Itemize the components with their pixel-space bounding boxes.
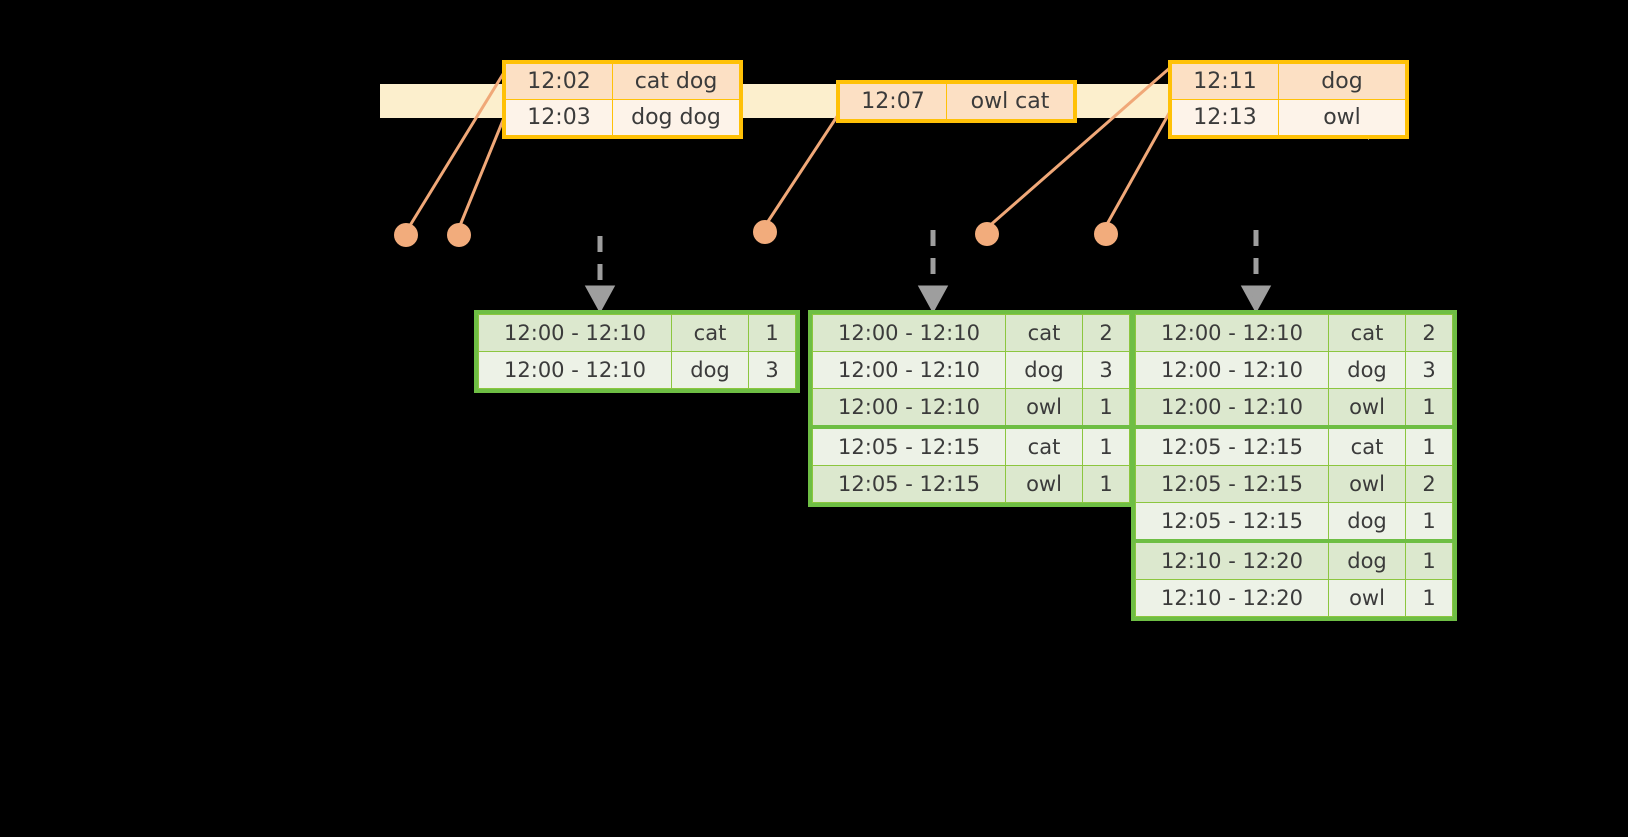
word-cell: cat bbox=[1328, 314, 1406, 352]
window-cell: 12:10 - 12:20 bbox=[1135, 579, 1329, 617]
word-cell: cat bbox=[1005, 314, 1083, 352]
window-cell: 12:00 - 12:10 bbox=[812, 351, 1006, 389]
event-row: 12:02 cat dog bbox=[505, 63, 740, 100]
word-cell: owl bbox=[1328, 388, 1406, 428]
table-row: 12:00 - 12:10 owl 1 bbox=[1135, 388, 1453, 428]
word-cell: cat bbox=[1005, 425, 1083, 466]
count-cell: 1 bbox=[748, 314, 796, 352]
count-cell: 1 bbox=[1405, 425, 1453, 466]
word-cell: dog bbox=[1005, 351, 1083, 389]
table-row: 12:00 - 12:10 dog 3 bbox=[1135, 351, 1453, 389]
event-group-2: 12:07 owl cat bbox=[836, 80, 1077, 123]
word-cell: dog bbox=[1328, 539, 1406, 580]
table-row: 12:00 - 12:10 cat 1 bbox=[478, 314, 796, 352]
event-words: owl bbox=[1278, 99, 1406, 136]
event-row: 12:07 owl cat bbox=[839, 83, 1074, 120]
dashed-arrow-head-3 bbox=[1240, 285, 1272, 314]
connector-line-3 bbox=[763, 111, 842, 227]
table-row: 12:05 - 12:15 owl 2 bbox=[1135, 465, 1453, 503]
result-table-1: 12:00 - 12:10 cat 1 12:00 - 12:10 dog 3 bbox=[474, 310, 800, 393]
event-time: 12:13 bbox=[1171, 99, 1279, 136]
table-row: 12:05 - 12:15 dog 1 bbox=[1135, 502, 1453, 542]
count-cell: 3 bbox=[1405, 351, 1453, 389]
event-words: dog dog bbox=[612, 99, 740, 136]
window-cell: 12:00 - 12:10 bbox=[1135, 388, 1329, 428]
word-cell: dog bbox=[1328, 502, 1406, 542]
window-cell: 12:00 - 12:10 bbox=[812, 314, 1006, 352]
count-cell: 3 bbox=[1082, 351, 1130, 389]
word-cell: cat bbox=[671, 314, 749, 352]
word-cell: owl bbox=[1328, 465, 1406, 503]
count-cell: 2 bbox=[1405, 465, 1453, 503]
window-cell: 12:00 - 12:10 bbox=[812, 388, 1006, 428]
event-connector-dots bbox=[394, 220, 1118, 247]
event-time: 12:02 bbox=[505, 63, 613, 100]
event-group-3: 12:11 dog 12:13 owl bbox=[1168, 60, 1409, 139]
window-cell: 12:05 - 12:15 bbox=[1135, 465, 1329, 503]
connector-dot-2 bbox=[447, 223, 471, 247]
event-time: 12:07 bbox=[839, 83, 947, 120]
connector-line-1 bbox=[404, 65, 510, 233]
word-cell: owl bbox=[1328, 579, 1406, 617]
dashed-arrow-head-1 bbox=[584, 285, 616, 314]
event-group-1: 12:02 cat dog 12:03 dog dog bbox=[502, 60, 743, 139]
event-words: cat dog bbox=[612, 63, 740, 100]
window-cell: 12:10 - 12:20 bbox=[1135, 539, 1329, 580]
count-cell: 2 bbox=[1082, 314, 1130, 352]
table-row: 12:05 - 12:15 cat 1 bbox=[1135, 425, 1453, 466]
window-cell: 12:05 - 12:15 bbox=[1135, 425, 1329, 466]
event-row: 12:13 owl bbox=[1171, 99, 1406, 136]
event-row: 12:11 dog bbox=[1171, 63, 1406, 100]
count-cell: 3 bbox=[748, 351, 796, 389]
count-cell: 1 bbox=[1082, 388, 1130, 428]
window-cell: 12:00 - 12:10 bbox=[1135, 314, 1329, 352]
result-table-3: 12:00 - 12:10 cat 2 12:00 - 12:10 dog 3 … bbox=[1131, 310, 1457, 621]
window-cell: 12:00 - 12:10 bbox=[478, 351, 672, 389]
count-cell: 1 bbox=[1405, 502, 1453, 542]
table-row: 12:00 - 12:10 cat 2 bbox=[1135, 314, 1453, 352]
table-row: 12:00 - 12:10 cat 2 bbox=[812, 314, 1130, 352]
table-row: 12:00 - 12:10 dog 3 bbox=[812, 351, 1130, 389]
window-cell: 12:00 - 12:10 bbox=[1135, 351, 1329, 389]
table-row: 12:05 - 12:15 owl 1 bbox=[812, 465, 1130, 503]
connector-dot-3 bbox=[753, 220, 777, 244]
result-table-2: 12:00 - 12:10 cat 2 12:00 - 12:10 dog 3 … bbox=[808, 310, 1134, 507]
window-cell: 12:05 - 12:15 bbox=[812, 425, 1006, 466]
word-cell: owl bbox=[1005, 388, 1083, 428]
event-time: 12:03 bbox=[505, 99, 613, 136]
window-cell: 12:05 - 12:15 bbox=[1135, 502, 1329, 542]
table-row: 12:10 - 12:20 owl 1 bbox=[1135, 579, 1453, 617]
word-cell: dog bbox=[1328, 351, 1406, 389]
connector-dot-1 bbox=[394, 223, 418, 247]
table-row: 12:00 - 12:10 owl 1 bbox=[812, 388, 1130, 428]
word-cell: dog bbox=[671, 351, 749, 389]
count-cell: 1 bbox=[1082, 465, 1130, 503]
count-cell: 1 bbox=[1082, 425, 1130, 466]
window-cell: 12:00 - 12:10 bbox=[478, 314, 672, 352]
count-cell: 1 bbox=[1405, 579, 1453, 617]
connector-line-2 bbox=[457, 107, 510, 229]
event-row: 12:03 dog dog bbox=[505, 99, 740, 136]
word-cell: owl bbox=[1005, 465, 1083, 503]
count-cell: 1 bbox=[1405, 388, 1453, 428]
window-cell: 12:05 - 12:15 bbox=[812, 465, 1006, 503]
event-words: dog bbox=[1278, 63, 1406, 100]
dashed-result-arrows bbox=[584, 230, 1272, 314]
table-row: 12:00 - 12:10 dog 3 bbox=[478, 351, 796, 389]
connector-dot-5 bbox=[1094, 222, 1118, 246]
count-cell: 2 bbox=[1405, 314, 1453, 352]
table-row: 12:10 - 12:20 dog 1 bbox=[1135, 539, 1453, 580]
connector-line-5 bbox=[1104, 107, 1174, 227]
dashed-arrow-head-2 bbox=[917, 285, 949, 314]
count-cell: 1 bbox=[1405, 539, 1453, 580]
word-cell: cat bbox=[1328, 425, 1406, 466]
connector-dot-4 bbox=[975, 222, 999, 246]
event-time: 12:11 bbox=[1171, 63, 1279, 100]
table-row: 12:05 - 12:15 cat 1 bbox=[812, 425, 1130, 466]
event-words: owl cat bbox=[946, 83, 1074, 120]
